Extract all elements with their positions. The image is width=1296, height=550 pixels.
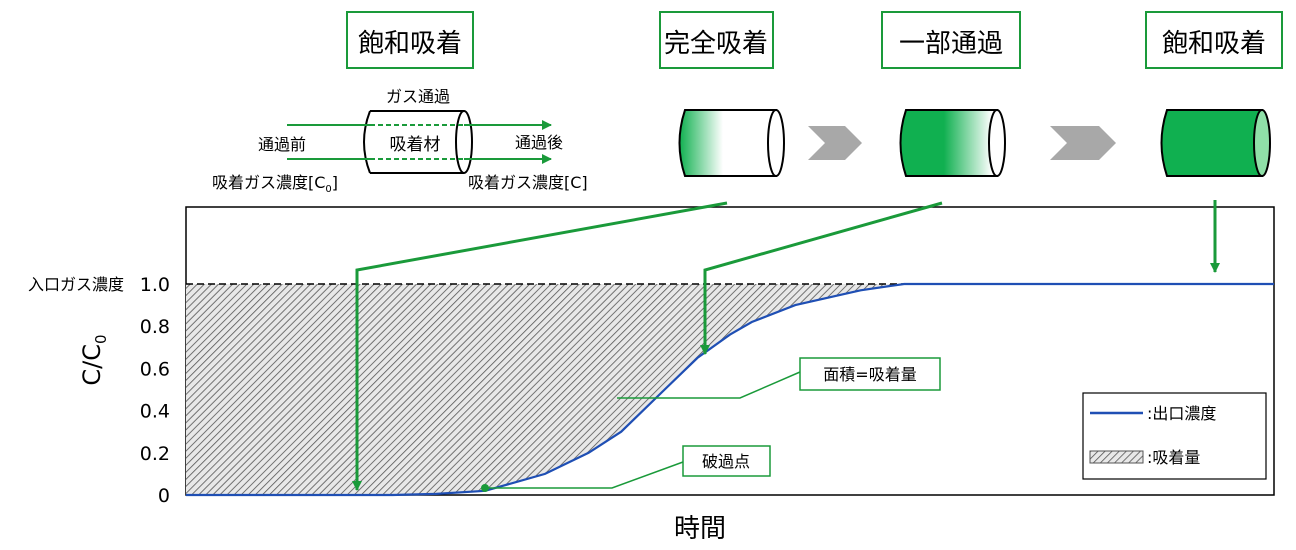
y-tick-label: 0 [158, 485, 170, 507]
breakthrough-point-marker [481, 484, 489, 492]
svg-text:吸着材: 吸着材 [390, 135, 441, 155]
cylinder-complete-adsorption [678, 109, 785, 177]
svg-text:吸着ガス濃度[C]: 吸着ガス濃度[C] [468, 173, 588, 192]
y-tick-label: 1.0 [140, 274, 170, 296]
breakthrough-point-callout: 破過点 [481, 445, 771, 492]
svg-text:飽和吸着: 飽和吸着 [1162, 29, 1266, 59]
adsorbed-amount-area [186, 284, 1274, 495]
legend-adsorbed: :吸着量 [1147, 448, 1200, 467]
legend-hatch-swatch [1089, 450, 1144, 464]
svg-text:ガス通過: ガス通過 [386, 87, 450, 106]
stage-label-saturation-right: 飽和吸着 [1145, 11, 1283, 69]
svg-text:完全吸着: 完全吸着 [664, 29, 768, 59]
cylinder-saturated [1160, 109, 1271, 177]
svg-text:面積=吸着量: 面積=吸着量 [823, 365, 916, 384]
cylinder-partial-breakthrough [899, 109, 1006, 177]
x-axis-label: 時間 [674, 514, 726, 544]
y-tick-label: 0.2 [140, 443, 170, 465]
inlet-concentration-label: 入口ガス濃度 [28, 275, 124, 294]
y-axis-ticks: 0 0.2 0.4 0.6 0.8 1.0 [140, 274, 170, 507]
y-tick-label: 0.8 [140, 316, 170, 338]
legend: :出口濃度 :吸着量 [1082, 392, 1267, 480]
svg-text:通過前: 通過前 [258, 135, 306, 154]
legend-outlet: :出口濃度 [1147, 404, 1216, 423]
outlet-concentration-curve [186, 282, 1274, 497]
svg-text:吸着ガス濃度[C0]: 吸着ガス濃度[C0] [212, 173, 338, 195]
y-tick-label: 0.6 [140, 358, 170, 380]
chevron-arrow-icon [808, 126, 862, 160]
stage-label-saturation-left: 飽和吸着 [346, 11, 474, 69]
svg-text:一部通過: 一部通過 [899, 29, 1003, 59]
svg-text:通過後: 通過後 [515, 133, 563, 152]
svg-text:破過点: 破過点 [702, 452, 750, 471]
stage-label-partial: 一部通過 [881, 11, 1021, 69]
y-tick-label: 0.4 [140, 401, 170, 423]
stage-label-complete: 完全吸着 [659, 11, 774, 69]
adsorber-schematic: ガス通過 吸着材 通過前 通過後 吸着ガス濃度[C0] 吸着ガス濃度[C] [212, 87, 588, 195]
chevron-arrow-icon [1050, 126, 1116, 160]
y-axis-label: C/C0 [78, 334, 110, 385]
svg-text:飽和吸着: 飽和吸着 [358, 29, 462, 59]
area-callout: 面積=吸着量 [617, 357, 941, 399]
stage-pointer-lines [352, 200, 1220, 491]
